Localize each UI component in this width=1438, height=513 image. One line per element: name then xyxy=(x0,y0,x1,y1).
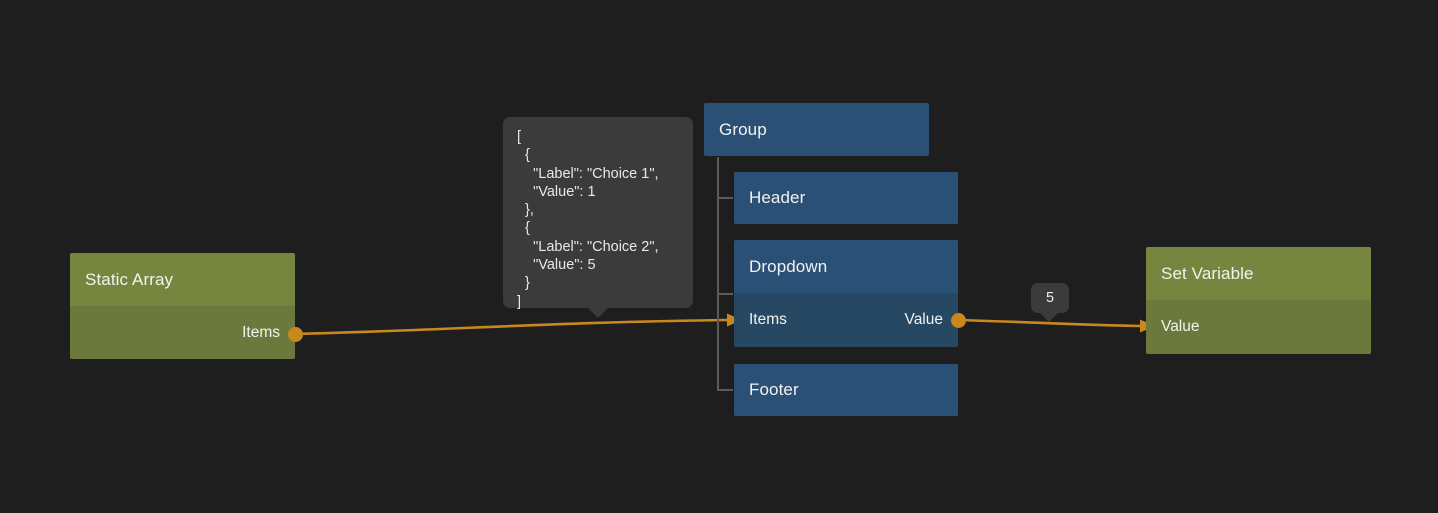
node-header-child-header: Header xyxy=(734,172,958,224)
items-preview-tooltip-text: [ { "Label": "Choice 1", "Value": 1 }, {… xyxy=(517,129,659,310)
port-label-dropdown-value: Value xyxy=(904,311,944,328)
node-static-array-header: Static Array xyxy=(70,253,295,306)
node-dropdown-title: Dropdown xyxy=(749,256,828,276)
items-preview-tooltip-arrow xyxy=(587,307,609,318)
port-row-set-variable-value[interactable]: Value xyxy=(1146,300,1371,354)
node-group[interactable]: Group xyxy=(704,103,929,156)
group-tree-stub-footer xyxy=(717,389,733,391)
node-group-header: Group xyxy=(704,103,929,156)
node-set-variable-body: Value xyxy=(1146,300,1371,354)
value-preview-tooltip: 5 xyxy=(1031,283,1069,313)
port-row-dropdown-ports[interactable]: Items Value xyxy=(734,293,958,347)
node-dropdown[interactable]: Dropdown Items Value xyxy=(734,240,958,347)
node-footer-header: Footer xyxy=(734,364,958,416)
node-header-child-title: Header xyxy=(749,188,806,207)
port-dot-static-array-items-output[interactable] xyxy=(288,327,303,342)
node-set-variable-header: Set Variable xyxy=(1146,247,1371,300)
node-set-variable[interactable]: Set Variable Value xyxy=(1146,247,1371,354)
wire-static-array-to-dropdown xyxy=(295,318,728,336)
node-static-array[interactable]: Static Array Items xyxy=(70,253,295,359)
node-dropdown-body: Items Value xyxy=(734,293,958,347)
value-preview-tooltip-arrow xyxy=(1039,312,1059,322)
port-dot-dropdown-value-output[interactable] xyxy=(951,313,966,328)
node-footer[interactable]: Footer xyxy=(734,364,958,416)
items-preview-tooltip: [ { "Label": "Choice 1", "Value": 1 }, {… xyxy=(503,117,693,310)
port-row-items-output[interactable]: Items xyxy=(70,306,295,359)
group-tree-vertical-line xyxy=(717,157,719,390)
value-preview-tooltip-text: 5 xyxy=(1045,290,1055,306)
node-static-array-title: Static Array xyxy=(85,269,174,289)
port-label-dropdown-items: Items xyxy=(749,311,787,328)
node-set-variable-title: Set Variable xyxy=(1161,263,1254,283)
group-tree-stub-dropdown xyxy=(717,293,733,295)
group-tree-stub-header xyxy=(717,197,733,199)
node-dropdown-header: Dropdown xyxy=(734,240,958,293)
node-footer-title: Footer xyxy=(749,380,799,399)
node-group-title: Group xyxy=(719,119,767,139)
port-label-set-variable-value: Value xyxy=(1161,318,1200,335)
node-static-array-body: Items xyxy=(70,306,295,359)
port-label-items: Items xyxy=(242,323,280,341)
node-header-child[interactable]: Header xyxy=(734,172,958,224)
